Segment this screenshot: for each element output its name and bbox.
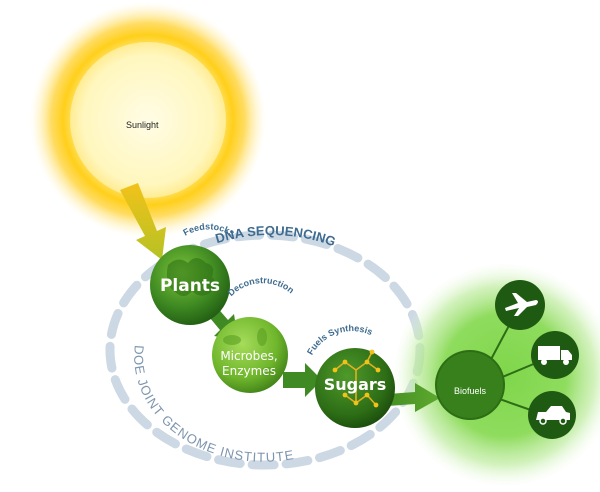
plants-label: Plants — [160, 276, 220, 296]
plants-node: Plants — [150, 245, 230, 325]
microbes-label: Microbes, — [220, 349, 277, 363]
microbes-enzymes-node: Microbes, Enzymes — [212, 317, 288, 393]
deconstruction-label: Deconstruction — [226, 275, 296, 298]
biofuels-node: Biofuels — [435, 350, 505, 420]
sugars-label: Sugars — [324, 375, 387, 394]
car-icon — [528, 391, 576, 439]
biofuels-label: Biofuels — [454, 386, 487, 396]
sunlight-label: Sunlight — [126, 120, 159, 130]
sunlight-arrow — [120, 183, 166, 260]
sunlight-node: Sunlight — [30, 2, 266, 238]
enzymes-label: Enzymes — [222, 364, 276, 378]
sugars-node: Sugars — [315, 348, 395, 428]
airplane-icon — [495, 280, 545, 330]
truck-icon — [531, 331, 579, 379]
